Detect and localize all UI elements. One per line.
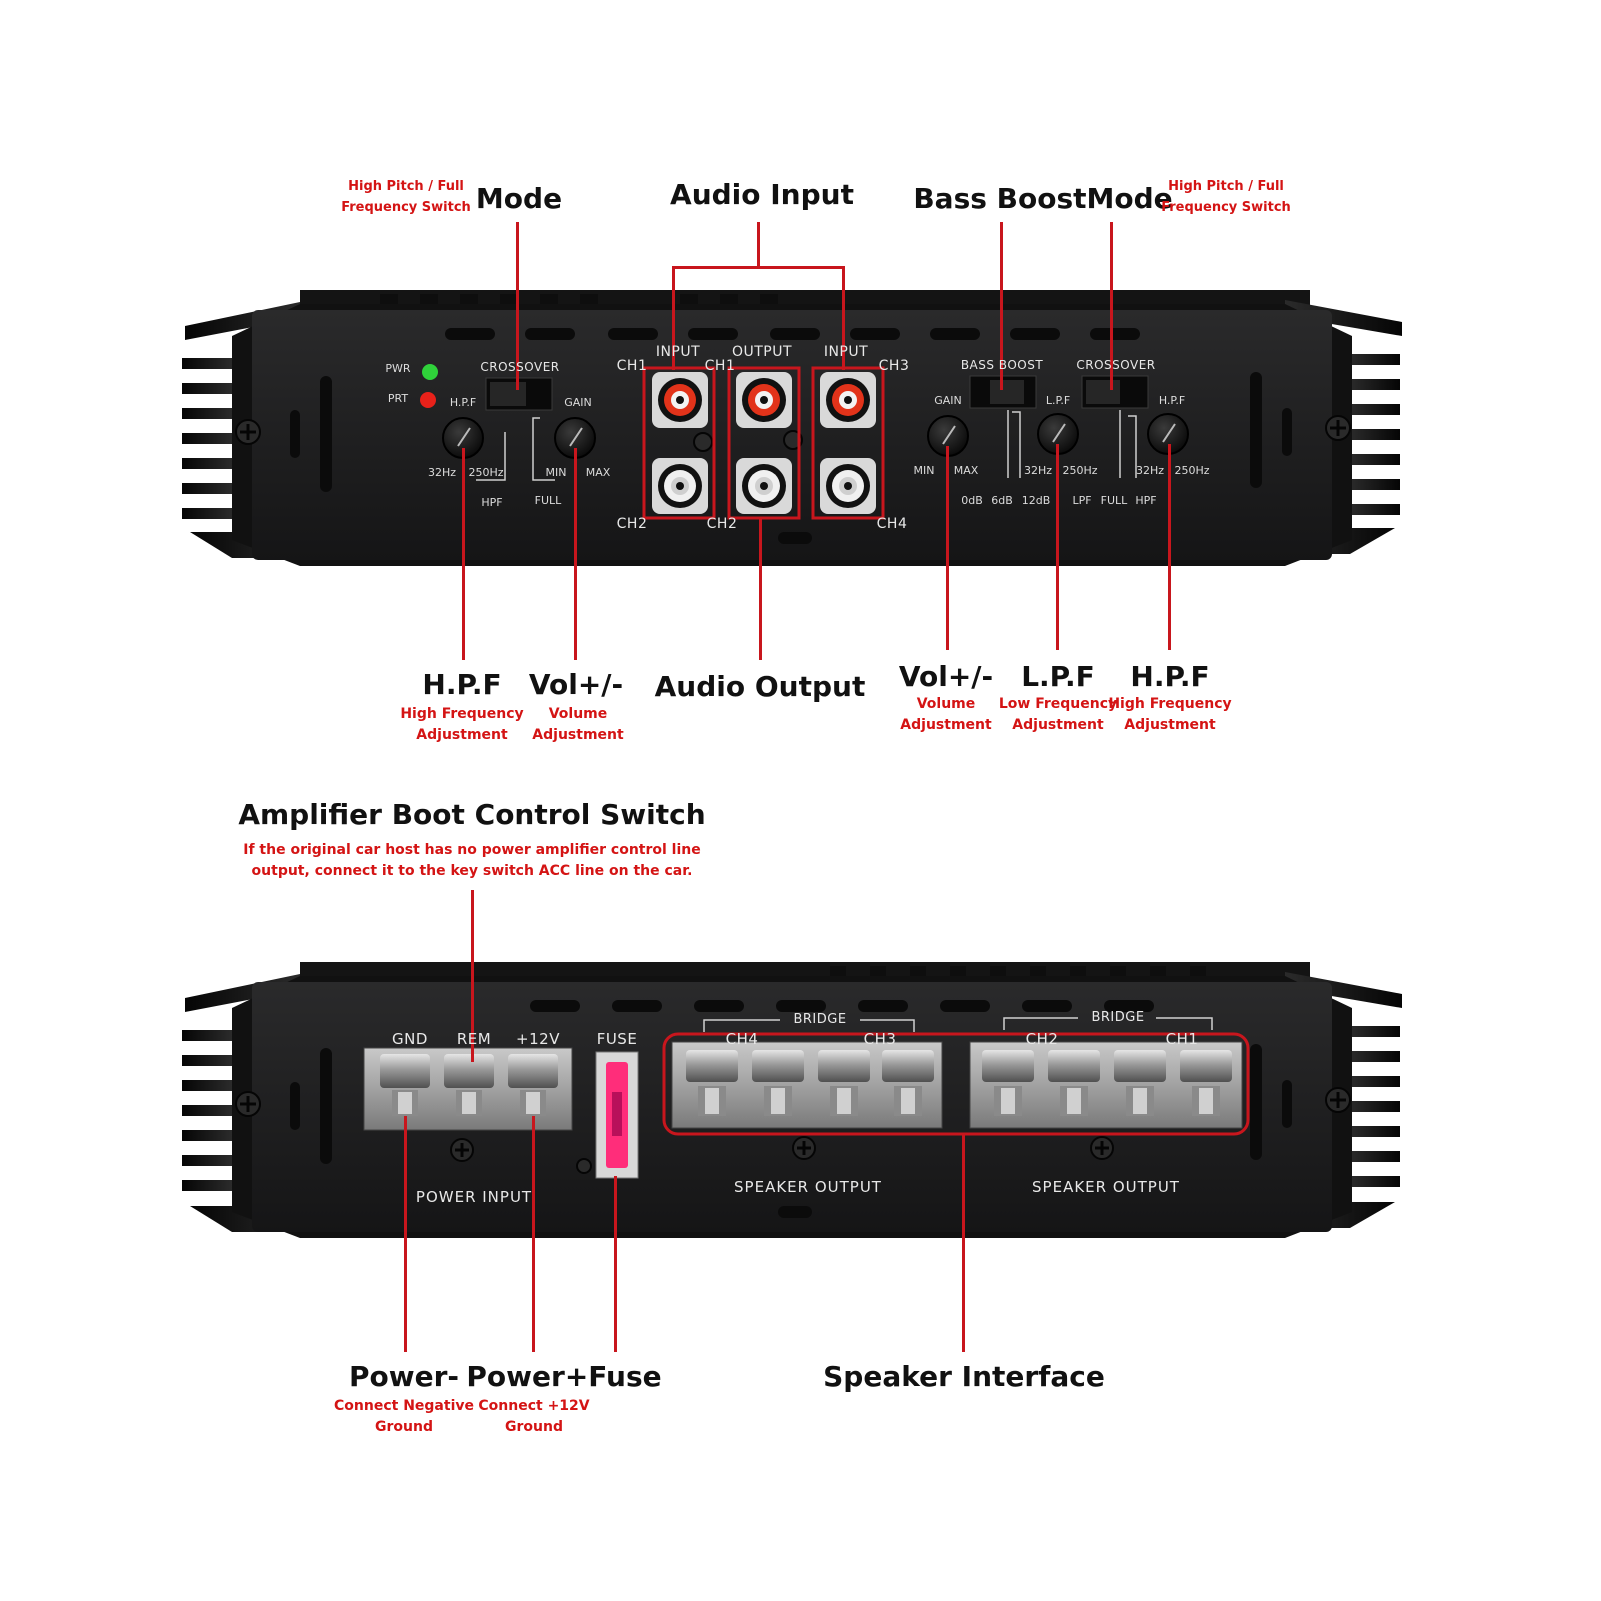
lpf-right-note-line2: Adjustment [1012,717,1104,733]
freq-low-left: 32Hz [427,466,457,479]
hpf-switch-right-label: H.P.F [1158,394,1186,407]
power-plus-fuse-note: Connect +12V Ground [478,1396,589,1438]
rem-label: REM [456,1030,492,1048]
boot-switch-note: If the original car host has no power am… [243,840,701,882]
vol-left-title: Vol+/- [528,668,624,701]
hpf-label-left: HPF [481,496,503,509]
fuse-label: FUSE [596,1030,638,1048]
bass-boost-mode-title: Bass BoostMode [913,182,1173,215]
hpf-left-title: H.P.F [422,668,502,701]
hpf-freq-high: 250Hz [1174,464,1210,477]
full-left: FULL [534,494,562,507]
top-amplifier-panel [182,290,1402,566]
power-minus-title: Power- [348,1360,460,1393]
power-input-label: POWER INPUT [415,1188,533,1206]
mode-right-note-line2: Frequency Switch [1161,200,1291,215]
gnd-label: GND [392,1030,428,1048]
lpf-freq-high: 250Hz [1062,464,1098,477]
crossover-left-label: CROSSOVER [480,360,560,374]
ch1-b-label: CH1 [704,358,736,374]
power-plus-fuse-note-line1: Connect +12V [478,1398,590,1414]
max-right: MAX [953,464,979,477]
hpf-left-note-line2: Adjustment [416,727,508,743]
speaker-output-left-label: SPEAKER OUTPUT [734,1178,882,1196]
ch3-terminal-label: CH3 [863,1030,897,1048]
output-mid-label: OUTPUT [731,344,793,360]
lpf-right-note: Low Frequency Adjustment [999,694,1117,736]
crossover-right-label: CROSSOVER [1076,358,1156,372]
ch1-a-label: CH1 [616,358,648,374]
min-left: MIN [545,466,567,479]
pwr-label: PWR [385,362,411,375]
vol-right-title: Vol+/- [898,660,994,693]
ch2-terminal-label: CH2 [1025,1030,1059,1048]
power-minus-note: Connect Negative Ground [334,1396,474,1438]
ch4-label: CH4 [876,516,908,532]
speaker-interface-title: Speaker Interface [823,1360,1105,1393]
bridge-right-label: BRIDGE [1091,1010,1145,1025]
power-plus-fuse-title: Power+Fuse [466,1360,662,1393]
hpf-right-title: H.P.F [1130,660,1210,693]
ch4-terminal-label: CH4 [725,1030,759,1048]
bottom-amplifier-panel [182,962,1402,1238]
mode-left-note-line1: High Pitch / Full [348,179,464,194]
power-minus-note-line2: Ground [375,1419,433,1435]
vol-right-note-line2: Adjustment [900,717,992,733]
bridge-left-label: BRIDGE [793,1012,847,1027]
mode-right-note-line1: High Pitch / Full [1168,179,1284,194]
ch2-a-label: CH2 [616,516,648,532]
audio-output-title: Audio Output [654,670,866,703]
ch3-label: CH3 [878,358,910,374]
max-left: MAX [585,466,611,479]
mode-left-note-line2: Frequency Switch [341,200,471,215]
full-label: FULL [1100,494,1128,507]
gain-right-label: GAIN [934,394,962,407]
freq-high-left: 250Hz [468,466,504,479]
vol-left-note-line2: Adjustment [532,727,624,743]
vol-left-note-line1: Volume [548,706,608,722]
power-plus-fuse-note-line2: Ground [505,1419,563,1435]
hpf-left-note: High Frequency Adjustment [400,704,523,746]
v12-label: +12V [516,1030,560,1048]
hpf-switch-label: H.P.F [449,396,477,409]
hpf-freq-low: 32Hz [1135,464,1165,477]
boost-6db: 6dB [991,494,1013,507]
input-right-label: INPUT [823,344,869,360]
lpf-right-note-line1: Low Frequency [998,696,1118,712]
hpf-right-note-line1: High Frequency [1108,696,1232,712]
hpf-right-note: High Frequency Adjustment [1108,694,1231,736]
speaker-output-right-label: SPEAKER OUTPUT [1032,1178,1180,1196]
lpf-right-title: L.P.F [1021,660,1095,693]
ch2-b-label: CH2 [706,516,738,532]
vol-left-note: Volume Adjustment [532,704,623,746]
lpf-label: LPF [1072,494,1092,507]
boost-12db: 12dB [1021,494,1051,507]
boot-switch-note-line2: output, connect it to the key switch ACC… [251,863,693,879]
boot-switch-note-line1: If the original car host has no power am… [243,842,701,858]
vol-right-note-line1: Volume [916,696,976,712]
hpf-left-note-line1: High Frequency [400,706,524,722]
lpf-switch-label: L.P.F [1045,394,1071,407]
audio-input-title: Audio Input [670,178,854,211]
hpf-label: HPF [1135,494,1157,507]
mode-left-title: Mode [475,182,563,215]
hpf-right-note-line2: Adjustment [1124,717,1216,733]
gain-left-label: GAIN [564,396,592,409]
mode-left-note: High Pitch / Full Frequency Switch [341,176,471,218]
mode-right-note: High Pitch / Full Frequency Switch [1161,176,1291,218]
boost-0db: 0dB [961,494,983,507]
input-left-label: INPUT [655,344,701,360]
prt-label: PRT [387,392,409,405]
bass-boost-label: BASS BOOST [960,358,1044,372]
power-minus-note-line1: Connect Negative [334,1398,474,1414]
lpf-freq-low: 32Hz [1023,464,1053,477]
boot-switch-title: Amplifier Boot Control Switch [238,798,706,831]
ch1-terminal-label: CH1 [1165,1030,1199,1048]
vol-right-note: Volume Adjustment [900,694,991,736]
min-right: MIN [913,464,935,477]
